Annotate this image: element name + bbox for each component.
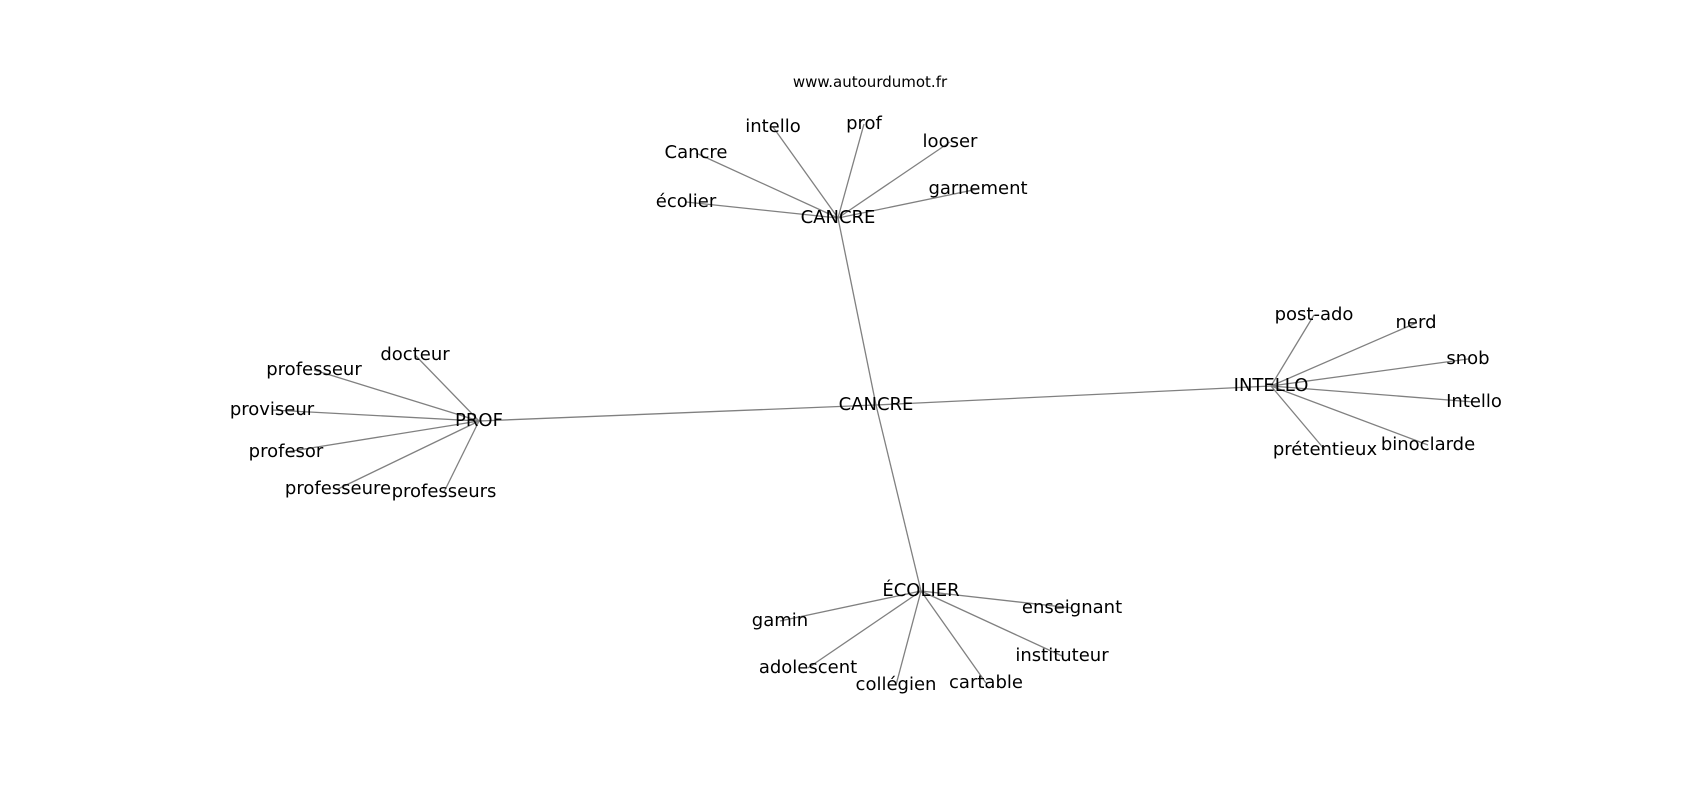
leaf-node-label: profesor	[248, 441, 324, 462]
leaf-node-label: binoclarde	[1380, 434, 1476, 455]
leaf-node-label: prétentieux	[1272, 439, 1378, 460]
leaf-node-label: post-ado	[1274, 304, 1354, 325]
leaf-node-label: Cancre	[664, 142, 728, 163]
leaf-node-label: professeure	[284, 478, 392, 499]
leaf-node-label: snob	[1446, 348, 1490, 369]
edge-hub-to-leaf	[920, 590, 1073, 609]
hub-node-label: PROF	[455, 410, 503, 431]
leaf-node-label: Intello	[1446, 391, 1502, 412]
leaf-node-label: professeurs	[391, 481, 497, 502]
edge-root-to-hub	[837, 217, 877, 406]
edge-root-to-hub	[875, 404, 922, 592]
edge-hub-to-leaf	[685, 201, 839, 219]
edge-hub-to-leaf	[695, 152, 839, 219]
hub-node-label: CANCRE	[800, 207, 876, 228]
edge-hub-to-leaf	[779, 590, 922, 622]
leaf-node-label: docteur	[380, 344, 450, 365]
root-node-label: CANCRE	[838, 394, 914, 415]
edge-hub-to-leaf	[837, 188, 979, 219]
edge-hub-to-leaf	[313, 369, 480, 422]
hub-node-label: ÉCOLIER	[882, 580, 960, 601]
leaf-node-label: collégien	[855, 674, 937, 695]
edge-hub-to-leaf	[337, 420, 480, 490]
leaf-node-label: intello	[745, 116, 801, 137]
edge-hub-to-leaf	[837, 123, 865, 219]
edge-hub-to-leaf	[807, 590, 922, 669]
edge-hub-to-leaf	[1270, 322, 1417, 387]
hub-node-label: INTELLO	[1233, 375, 1309, 396]
leaf-node-label: instituteur	[1015, 645, 1109, 666]
edge-hub-to-leaf	[285, 420, 480, 453]
edge-hub-to-leaf	[772, 126, 839, 219]
leaf-node-label: proviseur	[229, 399, 315, 420]
leaf-node-label: professeur	[266, 359, 362, 380]
edge-hub-to-leaf	[1270, 314, 1315, 387]
edge-hub-to-leaf	[1270, 385, 1326, 451]
leaf-node-label: gamin	[751, 610, 809, 631]
source-caption: www.autourdumot.fr	[792, 73, 948, 91]
edge-hub-to-leaf	[837, 141, 951, 219]
edge-hub-to-leaf	[920, 590, 1063, 657]
leaf-node-label: écolier	[655, 191, 717, 212]
edge-hub-to-leaf	[414, 354, 480, 422]
edge-hub-to-leaf	[895, 590, 922, 686]
leaf-node-label: looser	[922, 131, 978, 152]
leaf-node-label: adolescent	[758, 657, 858, 678]
leaf-node-label: cartable	[949, 672, 1023, 693]
edge-hub-to-leaf	[1270, 358, 1469, 387]
leaf-node-label: prof	[846, 113, 882, 134]
edge-hub-to-leaf	[1270, 385, 1475, 403]
edge-root-to-hub	[478, 404, 877, 422]
edge-hub-to-leaf	[920, 590, 987, 684]
edge-root-to-hub	[875, 385, 1272, 406]
leaf-node-label: enseignant	[1021, 597, 1123, 618]
edge-hub-to-leaf	[271, 409, 480, 422]
leaf-node-label: nerd	[1395, 312, 1437, 333]
edge-hub-to-leaf	[1270, 385, 1429, 446]
edge-hub-to-leaf	[443, 420, 480, 493]
leaf-node-label: garnement	[928, 178, 1028, 199]
